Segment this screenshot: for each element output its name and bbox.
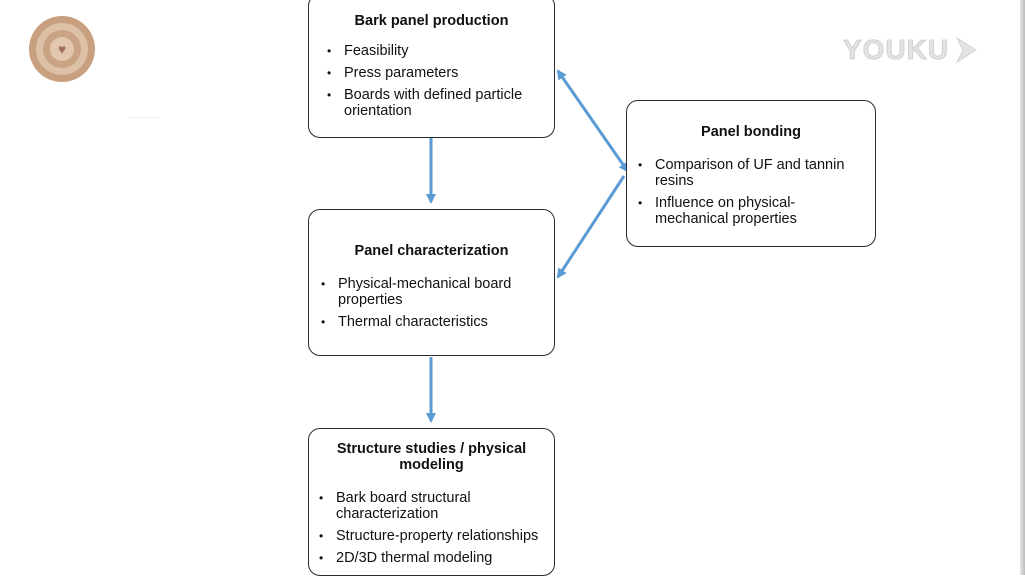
list-item: •2D/3D thermal modeling <box>319 550 493 566</box>
video-watermark: YOUKU <box>842 33 979 67</box>
right-edge-strip <box>1020 0 1025 575</box>
list-item: •Influence on physical-mechanical proper… <box>638 195 797 227</box>
play-arrow-icon <box>955 36 978 64</box>
logo-badge: ♥ <box>29 16 95 82</box>
watermark-text: YOUKU <box>842 34 950 66</box>
list-item: •Physical-mechanical board properties <box>321 276 512 308</box>
list-item: •Comparison of UF and tannin resins <box>638 157 845 189</box>
heart-icon: ♥ <box>50 37 74 61</box>
box-title: Structure studies / physical modeling <box>336 441 527 473</box>
box-title: Panel bonding <box>701 124 801 140</box>
arrow-bonding-to-characterization <box>556 175 626 279</box>
box-title: Bark panel production <box>354 13 509 29</box>
divider-line <box>128 117 160 118</box>
box-bark-panel-production: Bark panel production •Feasibility •Pres… <box>308 0 555 138</box>
box-title: Panel characterization <box>354 243 509 259</box>
list-item: •Thermal characteristics <box>321 314 488 330</box>
box-panel-characterization: Panel characterization •Physical-mechani… <box>308 209 555 356</box>
list-item: •Structure-property relationships <box>319 528 539 544</box>
list-item: •Feasibility <box>327 43 409 59</box>
arrow-bonding-to-production <box>556 69 629 173</box>
list-item: •Bark board structural characterization <box>319 490 471 522</box>
box-panel-bonding: Panel bonding •Comparison of UF and tann… <box>626 100 876 247</box>
list-item: •Boards with defined particle orientatio… <box>327 87 523 119</box>
box-structure-studies: Structure studies / physical modeling •B… <box>308 428 555 576</box>
list-item: •Press parameters <box>327 65 459 81</box>
